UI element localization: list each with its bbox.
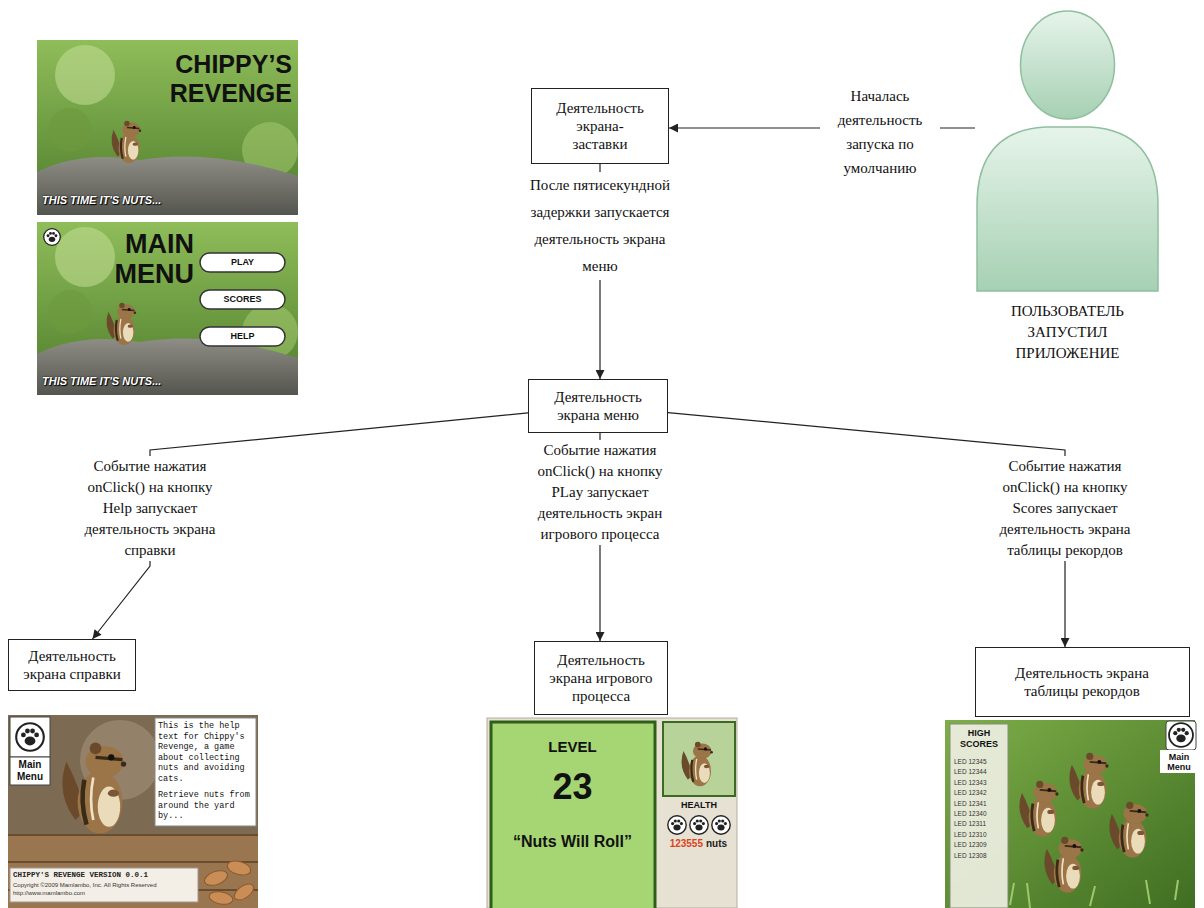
menu-screenshot [55,227,115,287]
box-text: Деятельность экрана таблицы рекордов [1003,664,1162,700]
activity-box: Деятельность экрана игрового процесса [534,641,668,715]
help-screenshot [16,723,44,751]
menu-button-text: SCORES [200,293,285,306]
score-row: LED 12310 [954,831,1006,839]
menu-screenshot [44,229,61,246]
score-row: LED 12340 [954,810,1006,818]
menu-screenshot [200,253,285,272]
scores-screenshot [1166,721,1196,750]
tagline: THIS TIME IT'S NUTS... [42,194,262,207]
help-screenshot [8,715,258,835]
score-row: LED 12308 [954,852,1006,860]
menu-screenshot [37,222,298,395]
game-screenshot [682,742,713,787]
scores-screenshot [1019,781,1058,837]
game-screenshot [668,816,686,834]
level-number: 23 [490,766,655,808]
splash-screenshot [55,45,115,105]
game-title: CHIPPY’S REVENGE [150,50,292,108]
score-row: LED 12343 [954,779,1006,787]
score-row: LED 12344 [954,768,1006,776]
scores-screenshot [1010,880,1178,908]
actor-caption: ПОЛЬЗОВАТЕЛЬ ЗАПУСТИЛ ПРИЛОЖЕНИЕ [987,301,1148,364]
game-screenshot [487,718,737,908]
scores-screenshot [945,720,1195,908]
score-row: LED 12311 [954,820,1006,828]
scores-title: HIGH SCORES [951,728,1007,750]
help-text: Retrieve nuts from around the yard by... [158,790,254,822]
help-screenshot [208,890,234,906]
scores-screenshot [950,724,1008,908]
scores-screenshot [1169,723,1193,747]
activity-box: Деятельность экрана меню [528,379,668,433]
nut-unit: nuts [706,838,736,850]
splash-screenshot [37,40,298,215]
score-row: LED 12345 [954,758,1006,766]
help-screenshot [10,868,198,902]
game-screenshot [690,816,708,834]
transition-label: Событие нажатия onClick() на кнопку Scor… [989,456,1141,561]
help-screenshot [62,743,126,834]
tagline: THIS TIME IT'S NUTS... [42,375,262,388]
help-screenshot [8,715,258,908]
user-figure [977,127,1158,291]
splash-screenshot [48,108,92,152]
menu-screenshot [200,290,285,309]
help-screenshot [10,757,50,785]
menu-link-text: Main Menu [1160,752,1198,772]
help-screenshot [203,868,230,888]
box-text: Деятельность экрана- заставки [552,99,648,153]
score-row: LED 12341 [954,800,1006,808]
menu-screenshot [107,303,137,345]
url-text: http://www.mamlambo.com [13,889,195,897]
activity-box: Деятельность экрана справки [8,639,136,691]
game-screenshot [712,816,730,834]
scores-screenshot [1109,802,1148,858]
game-screenshot [663,722,735,796]
help-screenshot [232,881,257,903]
nut-count: 123555 [660,838,703,850]
user-figure [975,5,1160,295]
menu-title: MAIN MENU [74,229,194,289]
box-text: Деятельность экрана меню [539,388,657,424]
menu-screenshot [37,338,298,395]
transition-label: Событие нажатия onClick() на кнопку PLay… [524,440,676,545]
menu-button-text: PLAY [200,256,285,269]
splash-screenshot [37,40,298,215]
box-text: Деятельность экрана справки [14,647,130,683]
game-screenshot [491,722,655,908]
scores-screenshot [1160,750,1198,773]
copyright-text: Copyright ©2009 Mamlambo, Inc. All Right… [13,881,195,889]
activity-box: Деятельность экрана- заставки [531,88,669,164]
transition-label: Событие нажатия onClick() на кнопку Help… [74,456,226,561]
level-name: “Nuts Will Roll” [490,832,655,852]
menu-link-text: Main Menu [10,759,50,783]
help-screenshot [8,715,258,908]
score-row: LED 12342 [954,789,1006,797]
user-actor: ПОЛЬЗОВАТЕЛЬ ЗАПУСТИЛ ПРИЛОЖЕНИЕ [975,5,1160,364]
menu-screenshot [48,290,92,334]
scores-screenshot [945,720,1198,908]
level-caption: LEVEL [490,738,655,756]
menu-screenshot [37,222,298,395]
transition-label: После пятисекундной задержки запускается… [518,172,682,280]
help-screenshot [226,859,253,878]
activity-box: Деятельность экрана таблицы рекордов [975,647,1190,717]
scores-screenshot [1044,837,1083,893]
user-figure [1021,11,1115,119]
menu-button-text: HELP [200,330,285,343]
help-screenshot [10,717,50,757]
score-row: LED 12309 [954,841,1006,849]
health-caption: HEALTH [663,800,735,811]
splash-screenshot [112,121,142,163]
help-screenshot [155,718,256,826]
version-text: CHIPPY'S REVENGE VERSION 0.0.1 [13,871,195,880]
transition-label: Началась деятельность запуска по умолчан… [820,84,940,180]
scores-screenshot [1069,753,1108,809]
menu-screenshot [200,327,285,346]
box-text: Деятельность экрана игрового процесса [540,651,662,705]
splash-screenshot [37,156,298,215]
help-text: This is the help text for Chippy's Reven… [158,721,254,784]
